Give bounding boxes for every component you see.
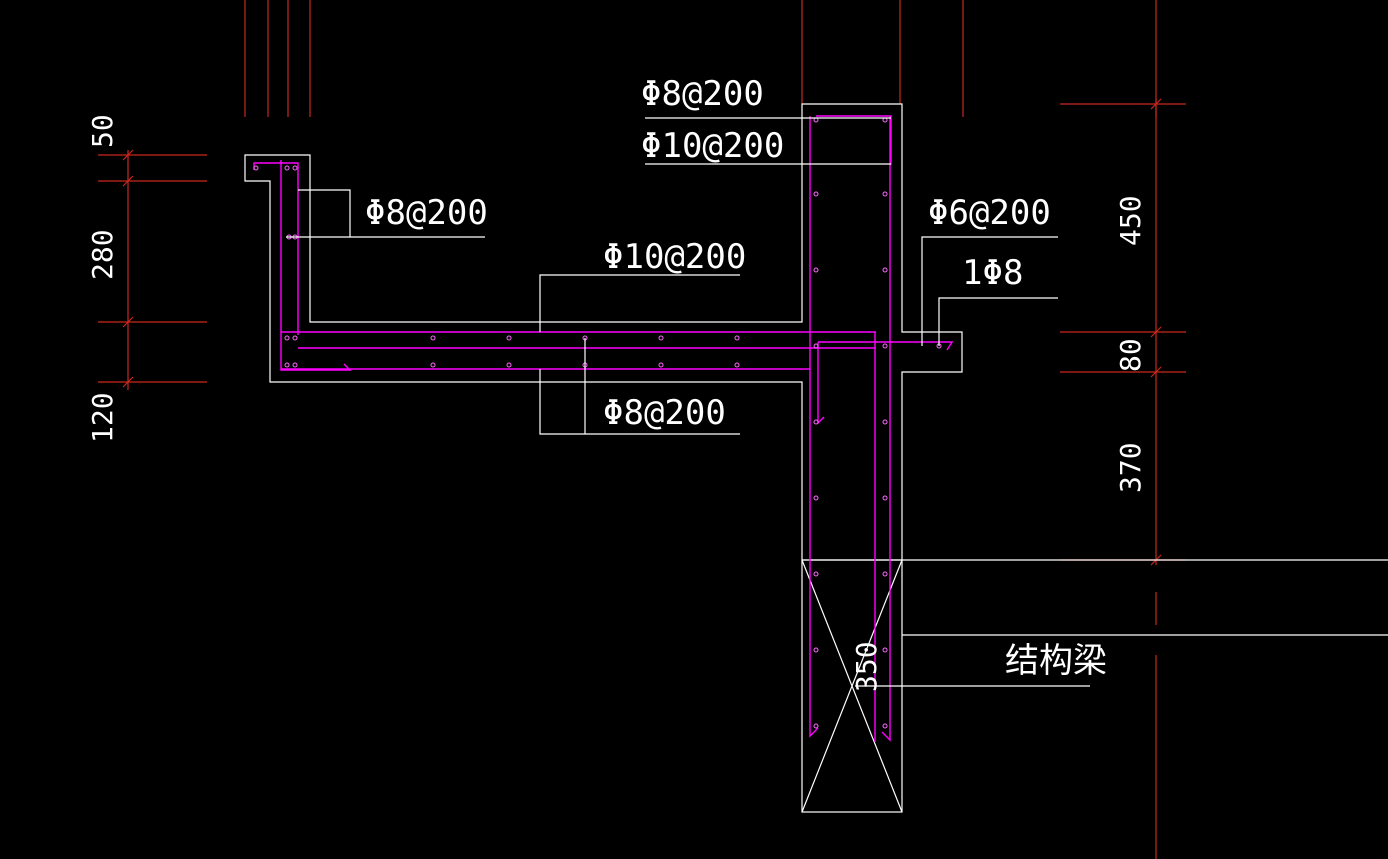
- concrete-outline: [244, 103, 963, 561]
- label-left-upstand-bar: Φ8@200: [365, 193, 488, 233]
- axis-lines: [244, 0, 1157, 859]
- label-right-ledge-single: 1Φ8: [962, 253, 1023, 293]
- rebar-dots: [253, 117, 942, 729]
- label-top-horizontal-bar: Φ10@200: [641, 126, 784, 166]
- right-dimension-chain: [1060, 98, 1186, 566]
- label-top-vertical-bar: Φ8@200: [641, 74, 764, 114]
- label-slab-bottom-bar: Φ8@200: [603, 393, 726, 433]
- dim-left-50: 50: [86, 114, 119, 148]
- label-right-ledge-bar: Φ6@200: [928, 193, 1051, 233]
- dimension-values: 50 280 120 450 80 370: [86, 114, 1147, 493]
- label-slab-top-bar: Φ10@200: [603, 237, 746, 277]
- label-beam-width: 350: [850, 641, 883, 692]
- left-dimension-chain: [98, 149, 207, 390]
- dim-left-280: 280: [86, 229, 119, 280]
- leader-lines: [286, 117, 1090, 687]
- dim-right-80: 80: [1114, 338, 1147, 372]
- dim-left-120: 120: [86, 392, 119, 443]
- dim-right-370: 370: [1114, 442, 1147, 493]
- label-beam: 结构梁: [1005, 641, 1107, 681]
- dim-right-450: 450: [1114, 195, 1147, 246]
- rebar-labels: Φ8@200 Φ10@200 Φ8@200 Φ10@200 Φ8@200 Φ6@…: [365, 74, 1107, 692]
